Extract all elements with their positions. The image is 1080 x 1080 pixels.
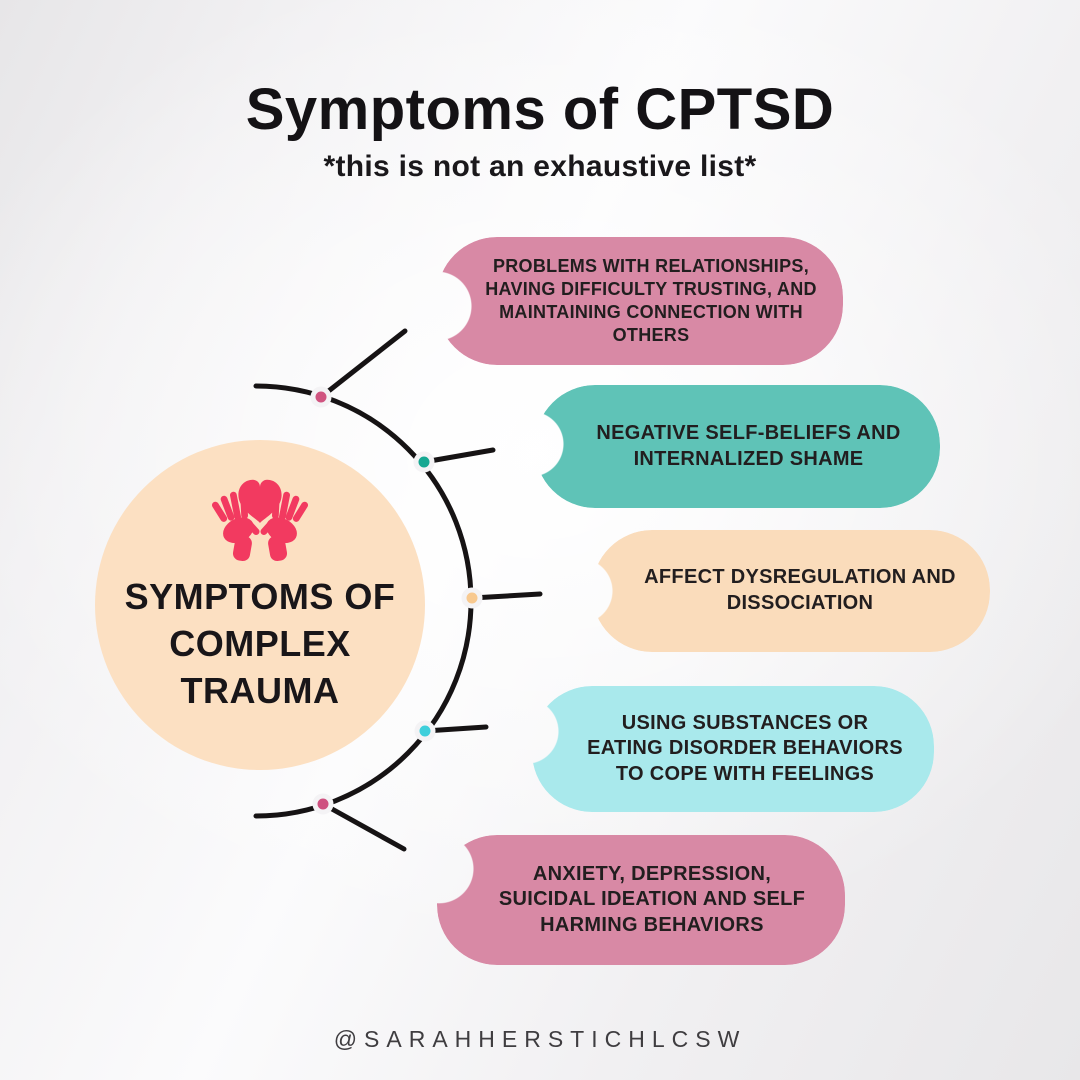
symptom-bubble-4: USING SUBSTANCES OR EATING DISORDER BEHA… xyxy=(532,686,934,812)
symptom-bubble-5: ANXIETY, DEPRESSION, SUICIDAL IDEATION A… xyxy=(437,835,845,965)
connector-line-1 xyxy=(318,328,408,400)
symptom-bubble-2: NEGATIVE SELF-BELIEFS AND INTERNALIZED S… xyxy=(535,385,940,508)
symptom-bubble-1: PROBLEMS WITH RELATIONSHIPS, HAVING DIFF… xyxy=(437,237,843,365)
central-circle: SYMPTOMS OF COMPLEX TRAUMA xyxy=(95,440,425,770)
node-dot-3 xyxy=(461,587,483,609)
page-title: Symptoms of CPTSD xyxy=(245,77,835,142)
node-dot-1 xyxy=(310,386,332,408)
symptom-bubble-text: AFFECT DYSREGULATION AND DISSOCIATION xyxy=(644,566,956,614)
symptom-bubble-text: USING SUBSTANCES OR EATING DISORDER BEHA… xyxy=(587,711,903,785)
node-dot-2 xyxy=(413,451,435,473)
symptom-bubble-3: AFFECT DYSREGULATION AND DISSOCIATION xyxy=(592,530,990,652)
connector-line-2 xyxy=(421,447,496,465)
right-hand xyxy=(260,490,309,562)
symptom-bubble-text: PROBLEMS WITH RELATIONSHIPS, HAVING DIFF… xyxy=(485,255,817,346)
symptom-bubble-text: ANXIETY, DEPRESSION, SUICIDAL IDEATION A… xyxy=(498,862,806,936)
connector-line-5 xyxy=(320,801,407,852)
central-circle-label: SYMPTOMS OF COMPLEX TRAUMA xyxy=(124,576,396,711)
node-dot-5 xyxy=(312,793,334,815)
left-hand xyxy=(211,490,260,562)
node-dot-4 xyxy=(414,720,436,742)
symptom-bubble-text: NEGATIVE SELF-BELIEFS AND INTERNALIZED S… xyxy=(596,421,901,470)
connector-line-3 xyxy=(469,591,543,601)
hands-holding-heart-icon xyxy=(211,479,309,562)
page-subtitle: *this is not an exhaustive list* xyxy=(323,150,757,183)
footer-handle: @SARAHHERSTICHLCSW xyxy=(333,1026,747,1052)
